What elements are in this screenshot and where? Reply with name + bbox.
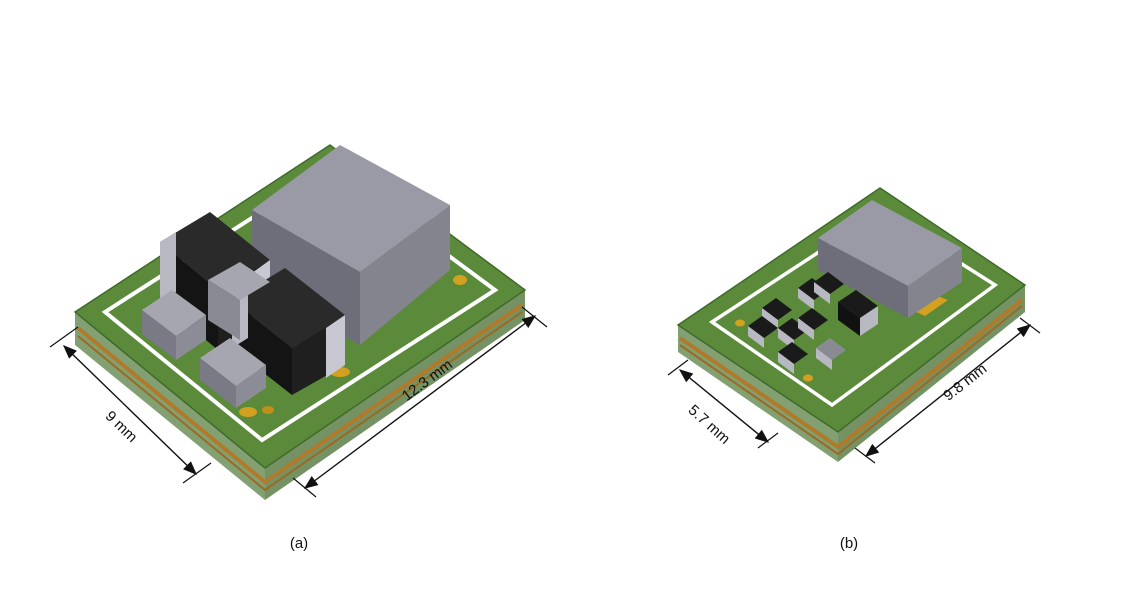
module-b-component-6 [798, 308, 828, 340]
module-b-caption: (b) [840, 535, 858, 552]
module-a-width-label: 9 mm [102, 408, 141, 446]
module-b-component-7 [838, 290, 878, 336]
module-b [676, 187, 1027, 462]
module-b-component-2 [748, 316, 778, 348]
module-a-small-component-2 [200, 338, 266, 408]
module-a-small-component-3 [208, 262, 270, 340]
module-a [73, 144, 527, 500]
module-b-component-4 [814, 272, 844, 304]
module-b-component-1 [762, 298, 792, 330]
module-b-component-8 [778, 342, 808, 374]
module-b-inductor [818, 200, 962, 318]
module-b-component-9 [816, 338, 846, 370]
module-a-caption: (a) [290, 535, 308, 552]
